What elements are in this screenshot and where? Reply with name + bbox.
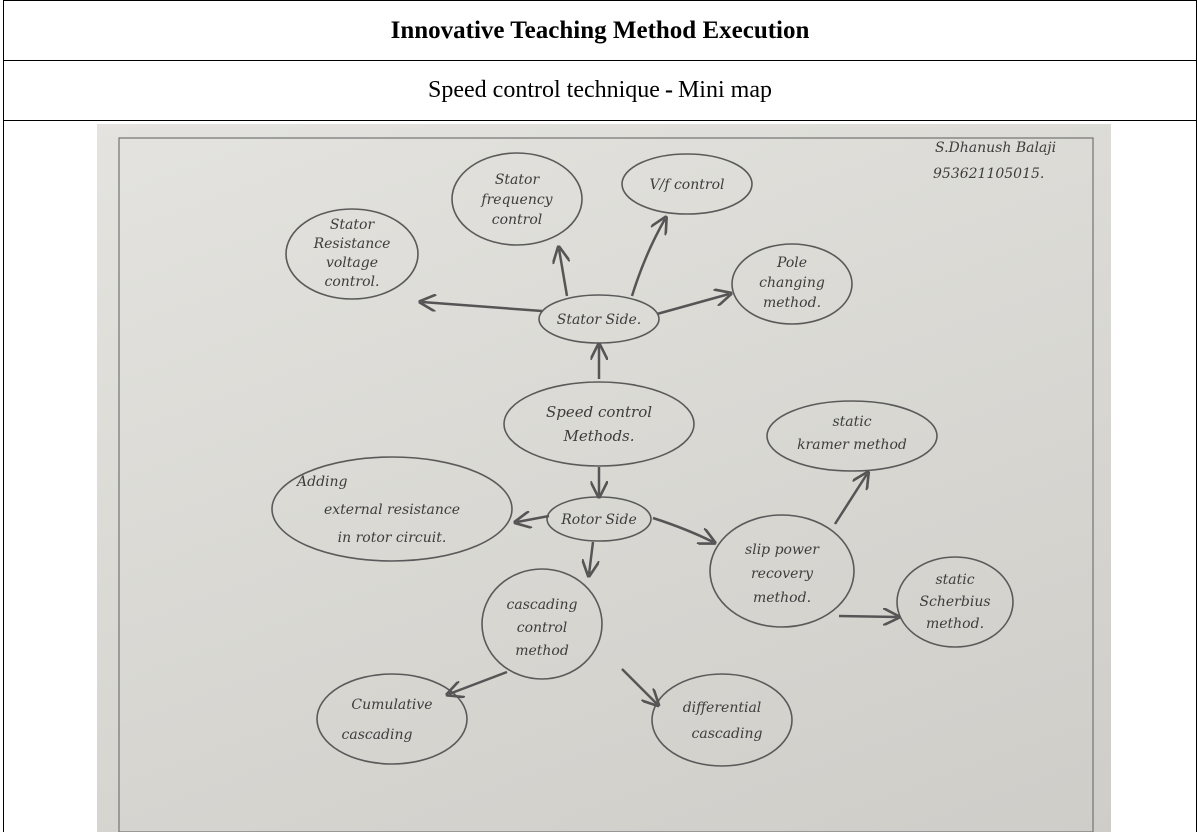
static-scherbius-line-1: static: [935, 572, 974, 588]
external-resistance-cloud: [271, 456, 513, 562]
arrow-to-cascading: [589, 541, 593, 574]
pole-changing-line-1: Pole: [776, 255, 807, 271]
external-resistance-line-3: in rotor circuit.: [338, 530, 447, 546]
slip-power-line-2: recovery: [751, 566, 814, 582]
author-name: S.Dhanush Balaji: [935, 140, 1056, 156]
cumulative-line-2: cascading: [342, 727, 413, 743]
arrow-to-pole-changing: [656, 294, 729, 316]
center-line-1: Speed control: [546, 403, 652, 421]
slip-power-line-1: slip power: [745, 542, 820, 558]
arrow-to-static-kramer: [833, 474, 867, 525]
vf-control-label: V/f control: [650, 177, 725, 193]
stator-resistance-cloud: [285, 208, 419, 300]
static-kramer-line-2: kramer method: [797, 437, 907, 453]
hand-drawn-mind-map: S.Dhanush Balaji 953621105015. Stator Re…: [118, 137, 1094, 832]
static-kramer-line-1: static: [832, 414, 871, 430]
author-id: 953621105015.: [933, 166, 1044, 182]
arrow-to-stator-frequency: [559, 249, 567, 297]
stator-frequency-cloud: [451, 152, 583, 246]
slip-power-cloud: [709, 514, 855, 628]
differential-cloud: [651, 673, 793, 767]
stator-side-label: Stator Side.: [557, 312, 642, 328]
pole-changing-line-3: method.: [763, 295, 821, 311]
cascading-cloud: [481, 568, 603, 680]
subtitle-type: Mini map: [677, 77, 772, 103]
static-scherbius-line-2: Scherbius: [919, 594, 990, 610]
static-kramer-cloud: [766, 400, 938, 472]
cascading-line-2: control: [517, 620, 568, 636]
pole-changing-cloud: [731, 243, 853, 325]
static-scherbius-cloud: [896, 556, 1014, 648]
cumulative-cloud: [316, 673, 468, 765]
static-scherbius-line-3: method.: [926, 616, 984, 632]
center-cloud: [503, 381, 695, 467]
center-line-2: Methods.: [562, 427, 634, 445]
title-row: Innovative Teaching Method Execution: [4, 0, 1196, 61]
document-table: Innovative Teaching Method Execution Spe…: [3, 0, 1197, 832]
page-title: Innovative Teaching Method Execution: [390, 16, 810, 44]
stator-resistance-line-3: voltage: [326, 255, 378, 271]
cascading-line-1: cascading: [507, 597, 578, 613]
stator-resistance-line-2: Resistance: [313, 236, 391, 252]
paper-border: [118, 137, 1094, 832]
differential-line-1: differential: [683, 700, 762, 716]
stator-resistance-line-1: Stator: [330, 217, 376, 233]
slip-power-line-3: method.: [753, 590, 811, 606]
stator-frequency-line-2: frequency: [480, 192, 553, 208]
pole-changing-line-2: changing: [759, 275, 825, 291]
subtitle-row: Speed control technique-Mini map: [4, 61, 1196, 121]
vf-control-cloud: [621, 153, 753, 215]
external-resistance-line-1: Adding: [295, 474, 348, 490]
mind-map-photo: S.Dhanush Balaji 953621105015. Stator Re…: [97, 124, 1111, 832]
subtitle-topic: Speed control technique: [428, 77, 660, 103]
subtitle: Speed control technique-Mini map: [428, 77, 772, 104]
arrow-to-differential: [621, 668, 657, 704]
arrow-to-cumulative: [449, 670, 508, 694]
arrow-to-external-resistance: [517, 516, 550, 522]
arrow-to-stator-resistance: [422, 302, 543, 313]
subtitle-separator: -: [664, 77, 673, 103]
rotor-side-label: Rotor Side: [560, 512, 636, 528]
cumulative-line-1: Cumulative: [351, 697, 432, 713]
stator-frequency-line-1: Stator: [495, 172, 541, 188]
arrow-to-static-scherbius: [838, 616, 897, 617]
stator-frequency-line-3: control: [492, 212, 543, 228]
stator-resistance-line-4: control.: [325, 274, 380, 290]
cascading-line-3: method: [515, 643, 569, 659]
arrow-to-vf-control: [630, 219, 665, 297]
external-resistance-line-2: external resistance: [324, 502, 460, 518]
arrow-to-slip-power: [652, 516, 713, 542]
differential-line-2: cascading: [692, 726, 763, 742]
